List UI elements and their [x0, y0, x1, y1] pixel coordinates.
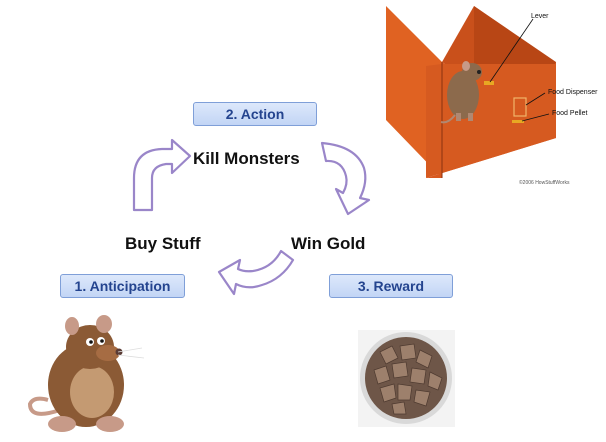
arrow-win-to-buy	[217, 249, 295, 296]
image-credit: ©2006 HowStuffWorks	[519, 180, 570, 186]
lever	[484, 81, 494, 85]
food-pellet	[512, 120, 524, 123]
arrow-kill-to-win	[320, 141, 371, 216]
stage-anticipation-box: 1. Anticipation	[60, 274, 185, 298]
food-dispenser	[513, 97, 527, 117]
stage-reward-label: 3. Reward	[357, 278, 425, 294]
stage-anticipation-label: 1. Anticipation	[74, 278, 171, 294]
stage-action-label: 2. Action	[225, 106, 285, 122]
arrow-buy-to-kill	[132, 138, 192, 212]
stage-reward-box: 3. Reward	[329, 274, 453, 298]
label-lever: Lever	[531, 13, 549, 20]
cycle-buy-stuff: Buy Stuff	[125, 234, 201, 253]
cycle-win-gold: Win Gold	[291, 234, 366, 253]
cycle-kill-monsters: Kill Monsters	[193, 149, 300, 168]
label-food-dispenser: Food Dispenser	[548, 89, 598, 96]
label-food-pellet: Food Pellet	[552, 110, 588, 117]
rat-in-box	[440, 61, 482, 124]
stage-action-box: 2. Action	[193, 102, 317, 126]
